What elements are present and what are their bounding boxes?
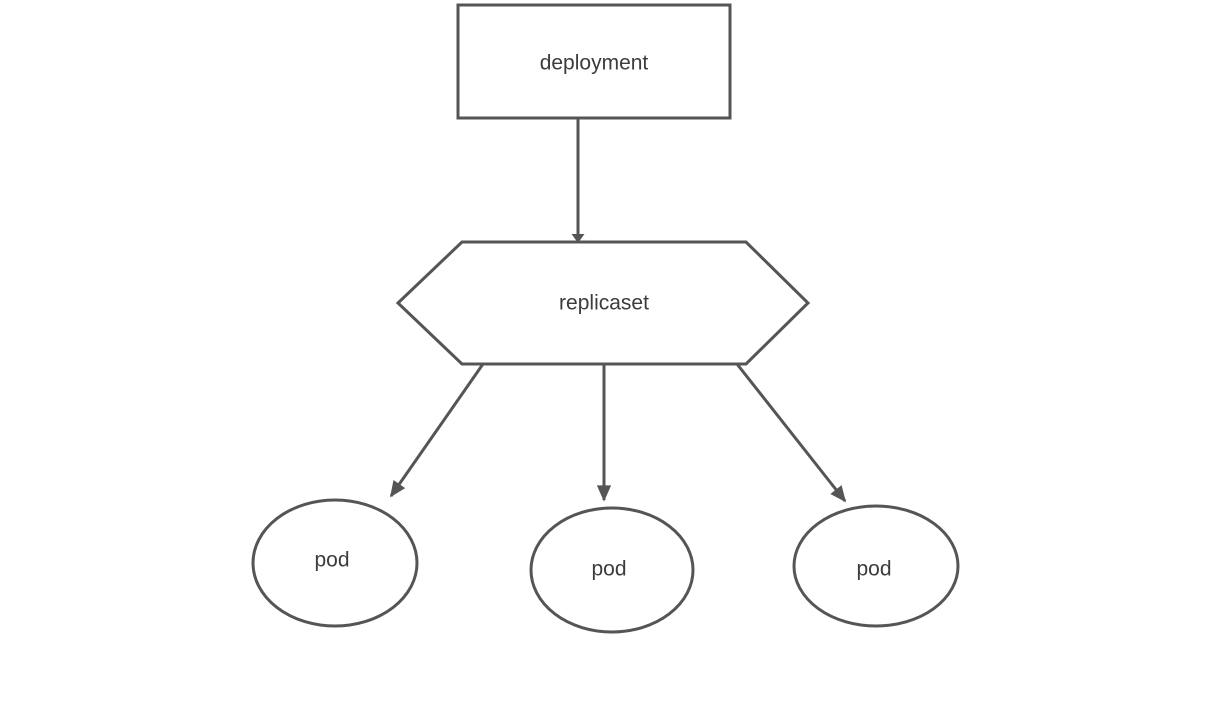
node-deployment: deployment [456, 3, 732, 120]
replicaset-label: replicaset [559, 292, 649, 315]
edge-replicaset-pod-3 [735, 363, 847, 503]
node-pod-1: pod [251, 498, 419, 628]
node-pod-3: pod [792, 504, 960, 628]
arrowhead-icon [571, 234, 585, 243]
pod-1-ellipse [251, 498, 419, 628]
pod-3-ellipse [792, 504, 960, 628]
pod-1-label: pod [314, 549, 349, 572]
replicaset-hexagon [395, 240, 811, 366]
edge-replicaset-pod-1 [389, 363, 485, 498]
pod-2-label: pod [591, 558, 626, 581]
deployment-label: deployment [540, 52, 649, 75]
pod-3-label: pod [856, 558, 891, 581]
pod-2-ellipse [529, 506, 695, 634]
deployment-rectangle [456, 3, 732, 120]
node-replicaset: replicaset [395, 240, 811, 366]
node-pod-2: pod [529, 506, 695, 634]
